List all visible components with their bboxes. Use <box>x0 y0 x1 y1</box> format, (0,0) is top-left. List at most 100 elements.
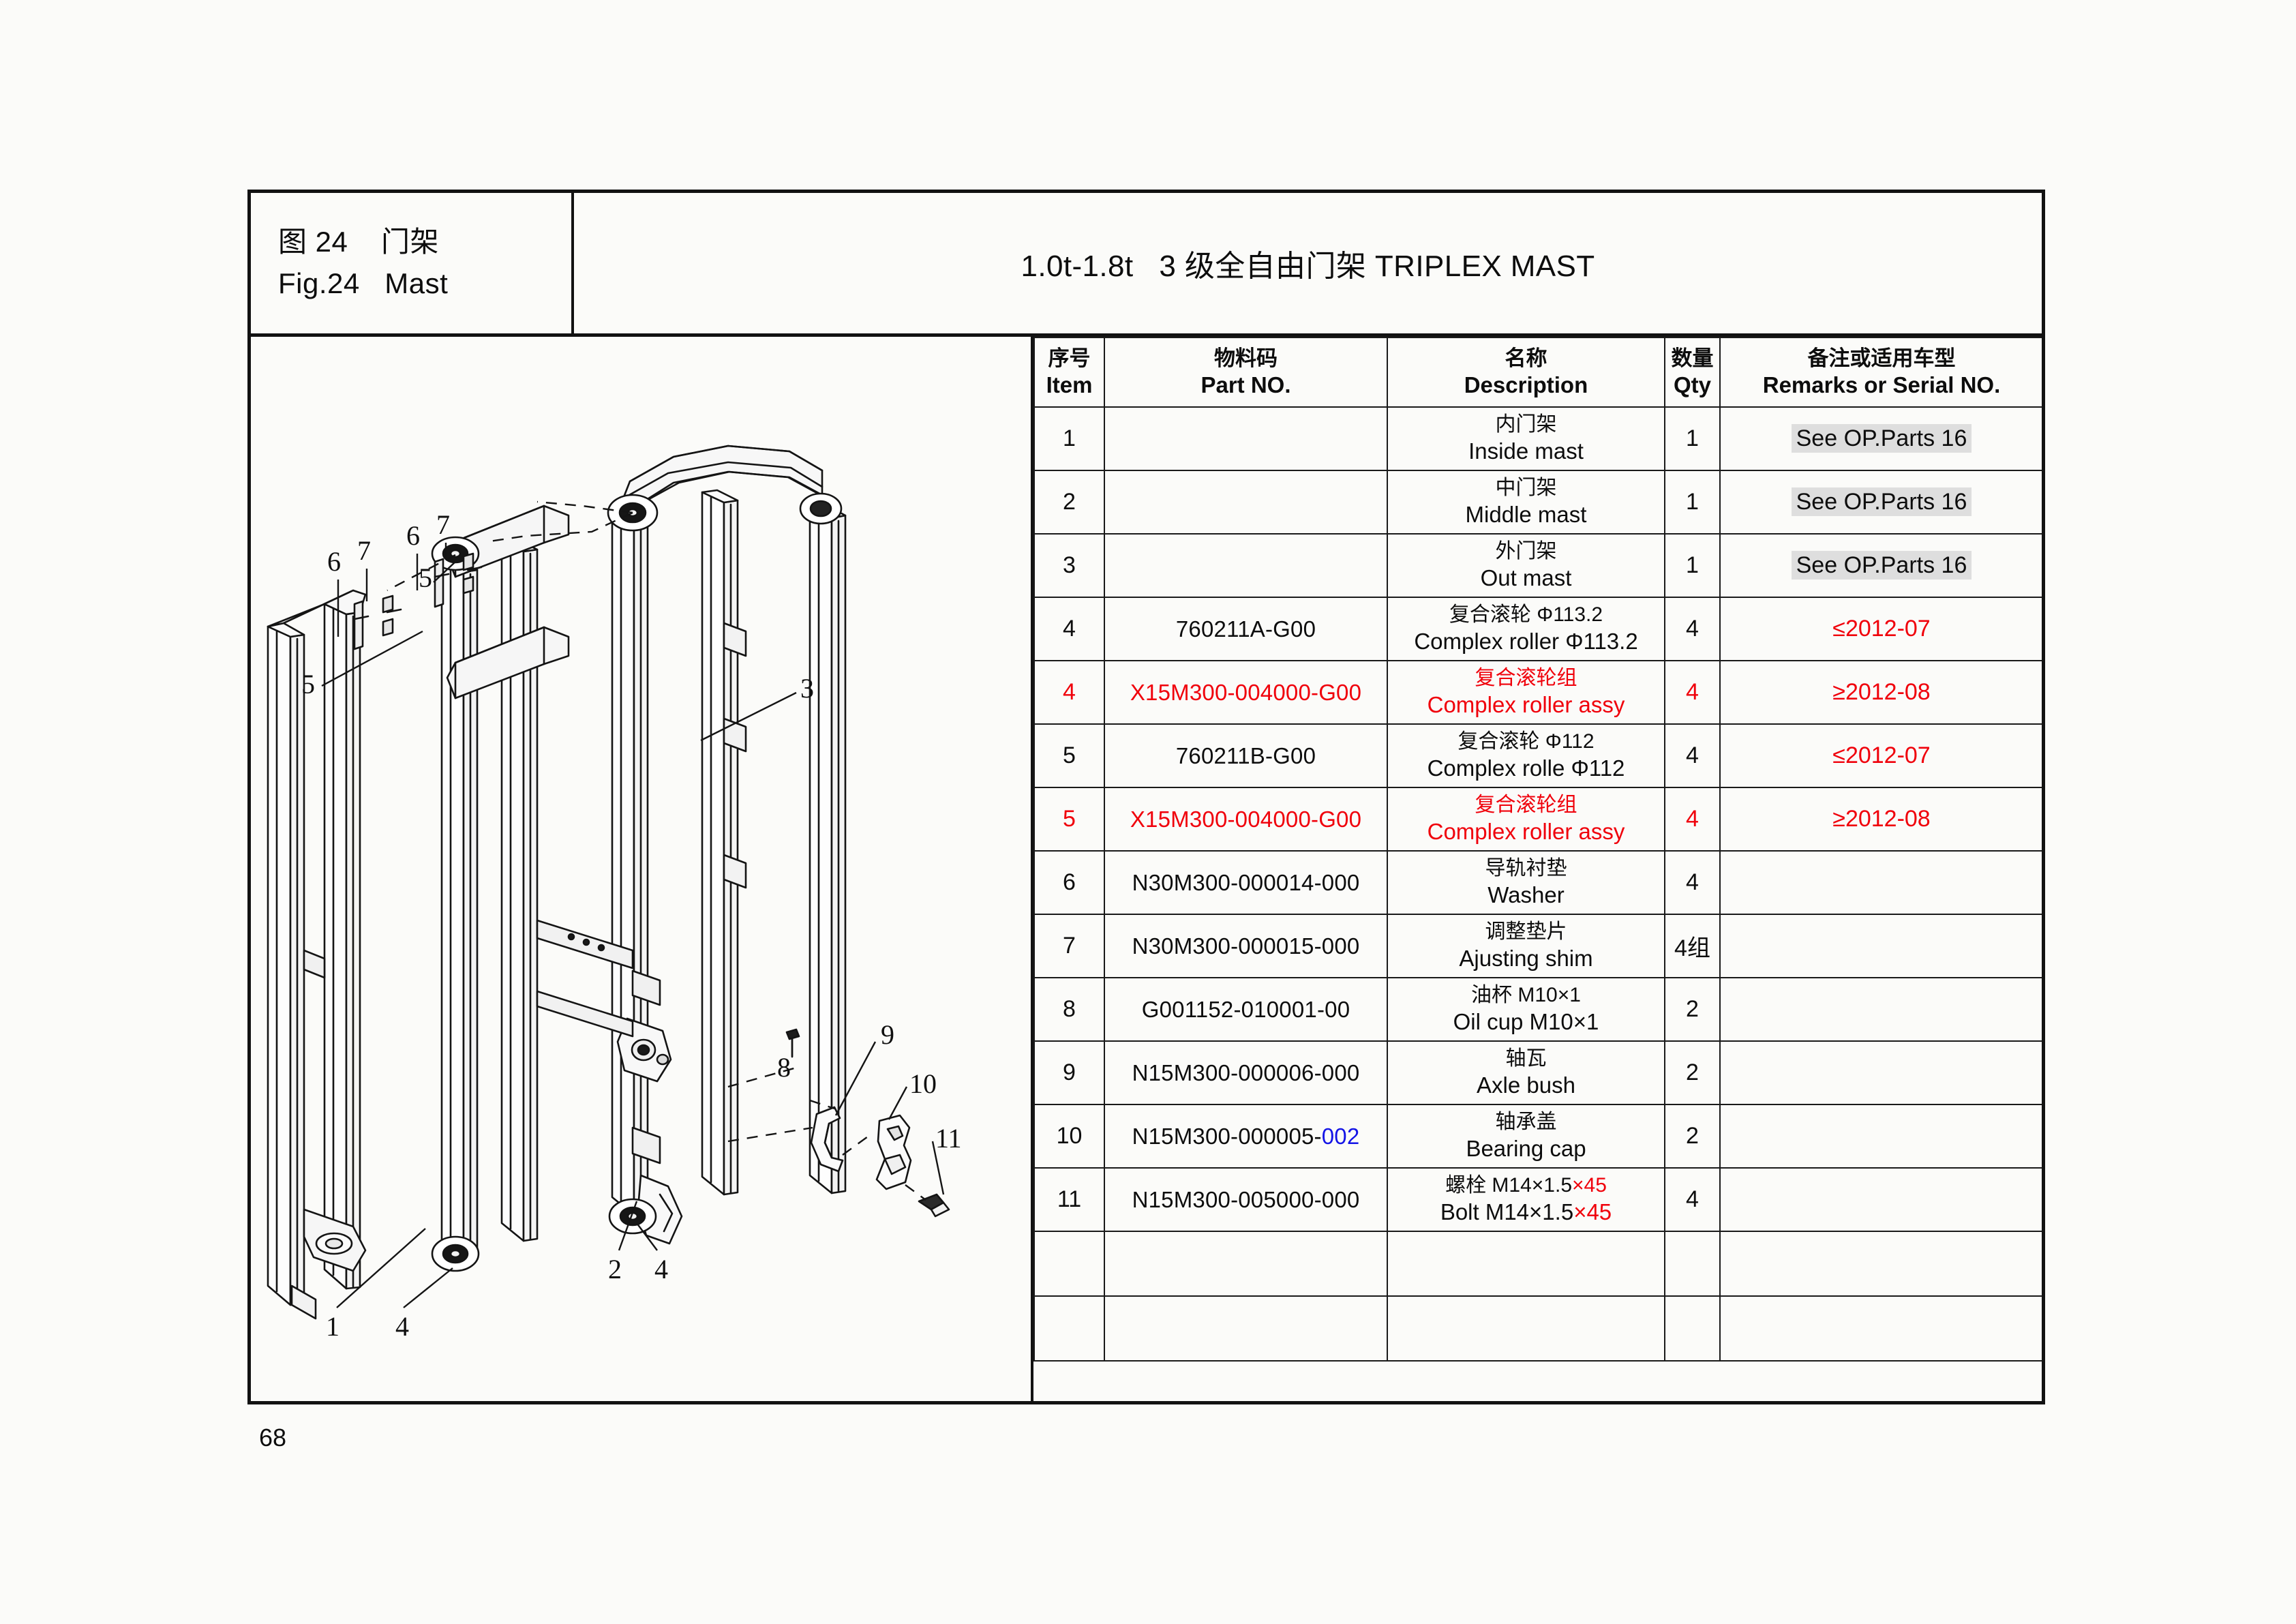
cell-part-no: 760211A-G00 <box>1104 597 1388 661</box>
item-number: 1 <box>1063 425 1076 451</box>
cell-part-no: G001152-010001-00 <box>1104 977 1388 1042</box>
remark-value: ≥2012-08 <box>1832 806 1931 832</box>
cell-qty: 1 <box>1664 533 1721 598</box>
col-header-item-cn: 序号 <box>1048 346 1091 370</box>
item-number: 11 <box>1057 1186 1082 1212</box>
item-number: 5 <box>1063 806 1076 832</box>
drawing-frame: 图 24 门架 Fig.24 Mast 1.0t-1.8t 3 级全自由门架 T… <box>247 190 2045 1404</box>
col-header-qty: 数量 Qty <box>1664 337 1721 408</box>
qty-value: 1 <box>1686 552 1699 578</box>
cell-remark <box>1719 914 2042 978</box>
parts-table-pane: 序号 Item 物料码 Part NO. 名称 Description <box>1033 337 2042 1401</box>
callout-2: 2 <box>608 1254 622 1284</box>
callout-11: 11 <box>935 1123 962 1154</box>
callout-9: 9 <box>881 1019 894 1050</box>
description-cn: 复合滚轮组 <box>1475 667 1577 690</box>
description-en: Inside mast <box>1468 438 1584 464</box>
cell-remark <box>1719 977 2042 1042</box>
cell-part-no: N30M300-000015-000 <box>1104 914 1388 978</box>
cell-qty: 4 <box>1664 597 1721 661</box>
cell-part-no: N15M300-000006-000 <box>1104 1040 1388 1105</box>
cell-item: 6 <box>1033 850 1105 915</box>
callout-8: 8 <box>777 1052 791 1083</box>
part-number-suffix: 002 <box>1321 1123 1360 1149</box>
callout-4-right: 4 <box>654 1254 668 1284</box>
part-number: G001152-010001-00 <box>1141 996 1350 1022</box>
cell-item: 2 <box>1033 470 1105 535</box>
cell-qty: 4 <box>1664 723 1721 788</box>
cell-qty: 4组 <box>1664 914 1721 978</box>
description-cn: 内门架 <box>1495 413 1557 436</box>
cell-item: 10 <box>1033 1104 1105 1169</box>
callout-6-lower: 6 <box>327 546 341 577</box>
cell-part-no: 760211B-G00 <box>1104 723 1388 788</box>
col-header-remarks-cn: 备注或适用车型 <box>1807 346 1956 370</box>
callout-5-lower: 5 <box>301 669 315 700</box>
cell-remark <box>1719 850 2042 915</box>
cell-item: 11 <box>1033 1167 1105 1232</box>
figure-number-en: Fig.24 Mast <box>278 267 449 299</box>
parts-table: 序号 Item 物料码 Part NO. 名称 Description <box>1033 337 2042 1362</box>
cell-description <box>1387 1231 1665 1297</box>
col-header-remarks-en: Remarks or Serial NO. <box>1762 372 2001 397</box>
description-en: Oil cup M10×1 <box>1453 1008 1599 1034</box>
cell-qty: 4 <box>1664 787 1721 852</box>
remark-value: See OP.Parts 16 <box>1791 424 1972 453</box>
item-number: 4 <box>1063 679 1076 705</box>
cell-part-no <box>1104 470 1388 535</box>
mast-assembly-illustration <box>267 445 950 1320</box>
item-number: 10 <box>1056 1123 1083 1149</box>
description-en: Middle mast <box>1465 501 1587 527</box>
description-en: Washer <box>1487 882 1565 907</box>
cell-qty: 4 <box>1664 1167 1721 1232</box>
description-en: Bearing cap <box>1466 1135 1586 1161</box>
cell-remark: See OP.Parts 16 <box>1719 406 2042 471</box>
qty-value: 4 <box>1686 1186 1699 1212</box>
col-header-qty-cn: 数量 <box>1671 346 1714 370</box>
cell-qty <box>1664 1295 1721 1362</box>
figure-number-cn: 图 24 门架 <box>278 226 440 258</box>
cell-item: 3 <box>1033 533 1105 598</box>
part-number: 760211A-G00 <box>1175 616 1316 642</box>
table-header-row: 序号 Item 物料码 Part NO. 名称 Description <box>1033 337 2042 408</box>
description-cn: 复合滚轮 Φ112 <box>1457 730 1595 753</box>
qty-value: 2 <box>1686 1059 1699 1085</box>
item-number: 7 <box>1063 933 1076 959</box>
part-number: N30M300-000015-000 <box>1132 933 1360 959</box>
cell-part-no: N15M300-005000-000 <box>1104 1167 1388 1232</box>
item-number: 8 <box>1063 996 1076 1022</box>
cell-qty: 4 <box>1664 660 1721 725</box>
cell-part-no <box>1104 1295 1388 1362</box>
cell-part-no: N15M300-000005-002 <box>1104 1104 1388 1169</box>
cell-item: 8 <box>1033 977 1105 1042</box>
cell-remark <box>1719 1040 2042 1105</box>
col-header-remarks: 备注或适用车型 Remarks or Serial NO. <box>1719 337 2042 408</box>
description-cn: 轴瓦 <box>1505 1047 1547 1070</box>
item-number: 3 <box>1063 552 1076 578</box>
technical-drawing: 6 7 6 7 5 5 3 8 9 10 11 2 4 1 4 <box>251 337 1033 1401</box>
col-header-description-en: Description <box>1464 372 1588 397</box>
item-number: 4 <box>1063 616 1076 642</box>
remark-value: See OP.Parts 16 <box>1791 551 1972 580</box>
cell-remark: ≤2012-07 <box>1719 597 2042 661</box>
description-en: Complex roller assy <box>1427 818 1625 844</box>
description-cn: 中门架 <box>1495 477 1557 500</box>
part-number: N30M300-000014-000 <box>1132 869 1360 895</box>
qty-value: 1 <box>1686 489 1699 515</box>
cell-item <box>1033 1295 1105 1362</box>
col-header-item: 序号 Item <box>1033 337 1105 408</box>
description-en-suffix: ×45 <box>1573 1199 1612 1224</box>
remark-value: ≥2012-08 <box>1832 679 1931 705</box>
cell-item: 4 <box>1033 597 1105 661</box>
part-number: X15M300-004000-G00 <box>1130 806 1362 832</box>
